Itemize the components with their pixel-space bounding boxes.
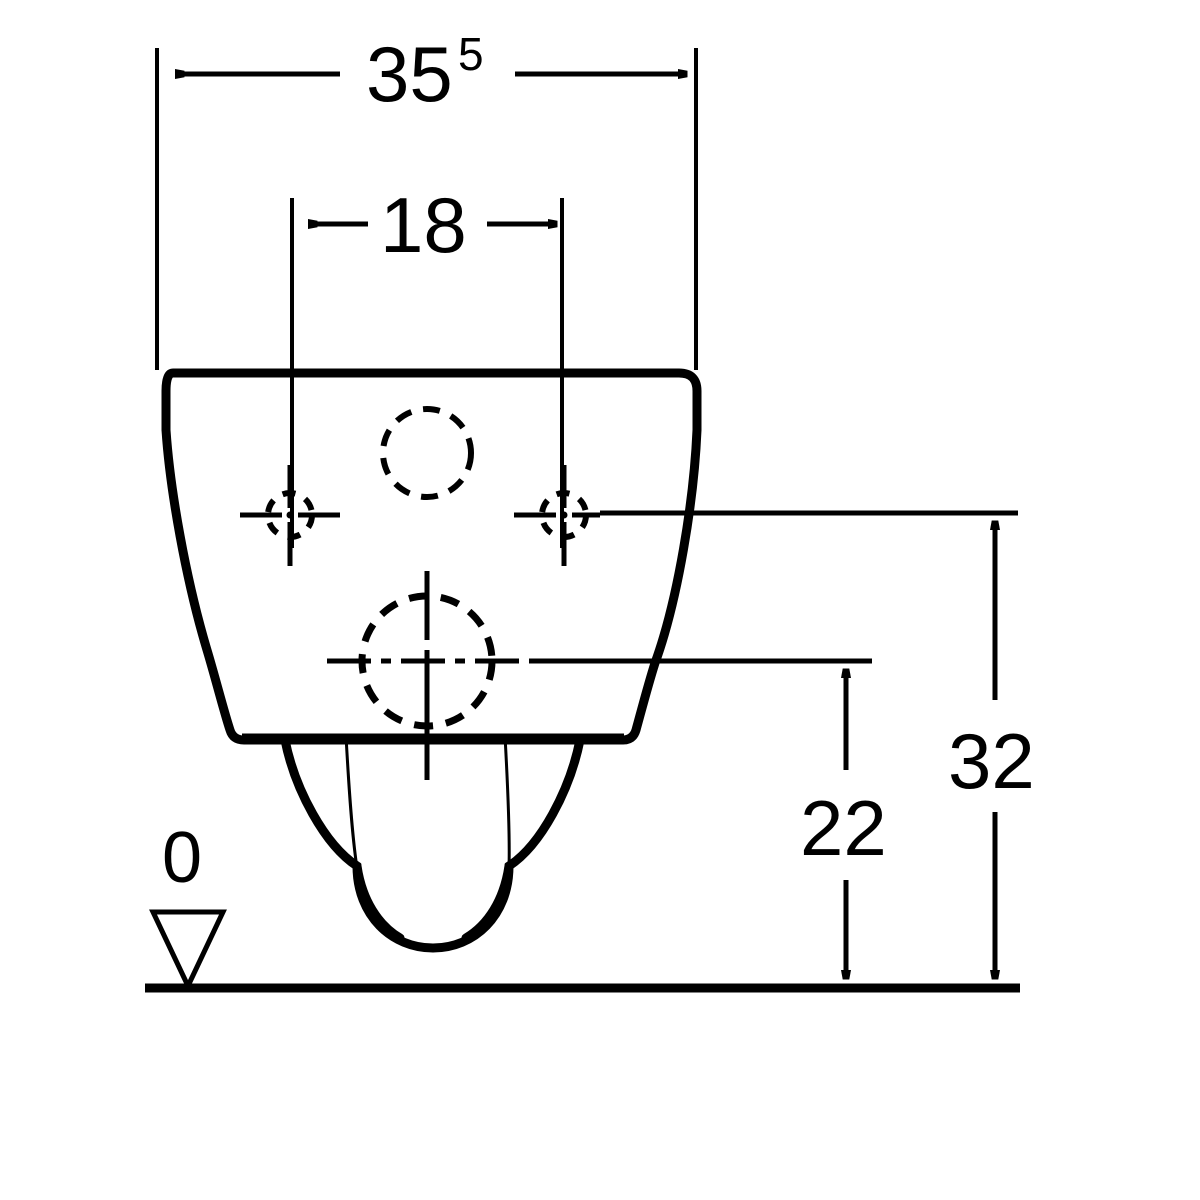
datum-label-zero: 0 [162, 818, 202, 898]
bowl-outer-right-curve [461, 735, 585, 943]
bowl-outer-left-curve [280, 735, 405, 943]
right-bolt-hole-marker [514, 465, 600, 566]
bowl-inner-right-line [503, 735, 511, 869]
wc-pan-outline [161, 368, 702, 745]
dimension-fixing-height: 32 [948, 530, 1035, 970]
dimension-outlet-height: 22 [800, 678, 887, 970]
pan-body-path [161, 368, 702, 745]
dimension-bolt-spacing: 18 [290, 181, 564, 548]
dimension-label-bolt-spacing: 18 [380, 181, 467, 269]
dimension-label-outlet-height: 22 [800, 784, 887, 872]
dimension-label-total-width: 35 [366, 30, 453, 118]
left-bolt-hole-center-dot-icon [286, 511, 294, 519]
wc-bowl-underside [242, 733, 624, 953]
dimension-total-width: 35 5 [155, 28, 698, 370]
left-bolt-hole-marker [240, 465, 340, 566]
dimension-label-total-width-superscript: 5 [458, 28, 484, 80]
bowl-bottom-arc [352, 861, 514, 953]
datum-triangle-icon [149, 909, 227, 992]
flush-inlet-hole-icon [380, 406, 474, 500]
dimension-label-fixing-height: 32 [948, 717, 1035, 805]
datum-marker: 0 [149, 818, 227, 992]
bowl-inner-left-line [344, 735, 359, 869]
right-bolt-hole-center-dot-icon [560, 511, 568, 519]
waste-outlet-marker [327, 571, 530, 780]
